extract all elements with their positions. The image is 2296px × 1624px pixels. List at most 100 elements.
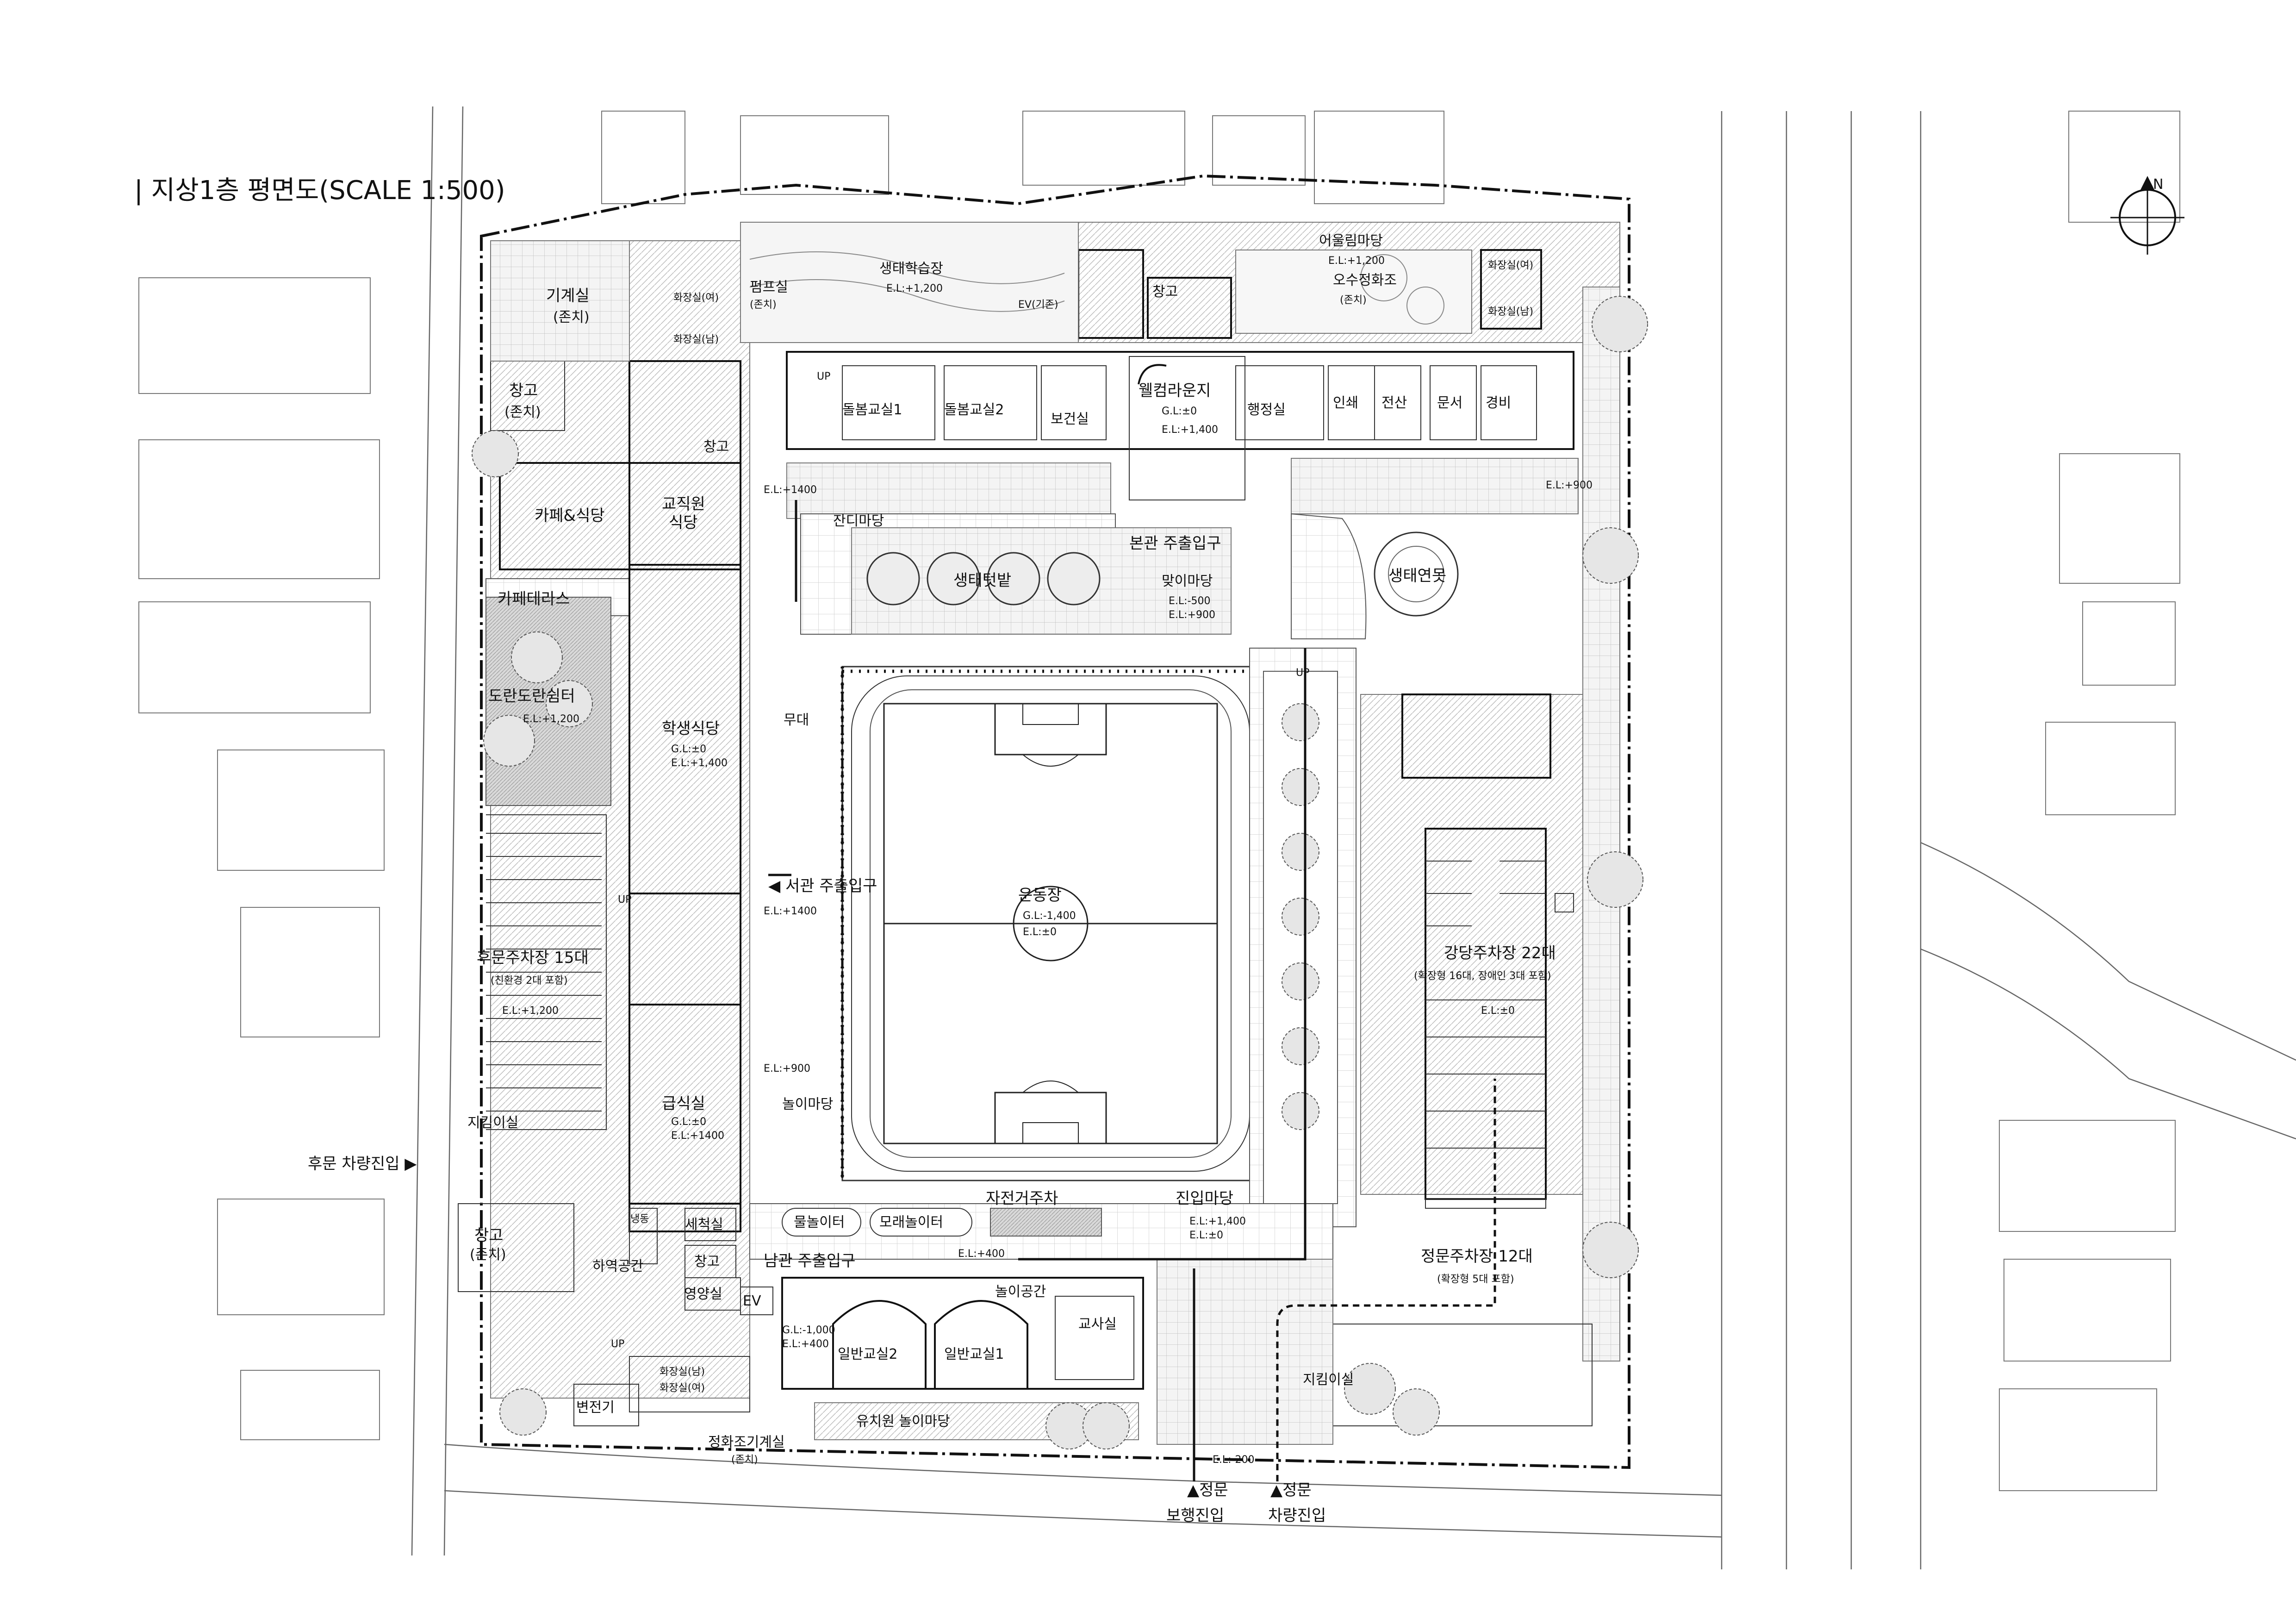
label-kinder-play: 유치원 놀이마당	[856, 1413, 950, 1430]
level-front-gate: E.L:-200	[1213, 1454, 1255, 1466]
level-south-entrance: E.L:+400	[958, 1248, 1005, 1260]
label-restroom-f-north: 화장실(여)	[1488, 260, 1533, 271]
label-restroom-m-north: 화장실(남)	[1488, 306, 1533, 318]
label-play-space: 놀이공간	[995, 1284, 1046, 1300]
label-eco-pond: 생태연못	[1388, 567, 1446, 585]
label-playground-el: E.L:±0	[1023, 926, 1057, 938]
playground	[840, 666, 1260, 1181]
label-storage-west: 창고	[509, 381, 538, 400]
landscape	[490, 222, 1472, 639]
label-student-dining: 학생식당	[662, 719, 720, 738]
label-kitchen-gl: G.L:±0	[671, 1116, 706, 1128]
label-entry-yard: 진입마당	[1176, 1189, 1233, 1208]
level-play-yard: E.L:+900	[764, 1063, 810, 1074]
label-entry-el2: E.L:±0	[1189, 1230, 1223, 1241]
label-rear-parking: 후문주차장 15대	[477, 949, 589, 967]
label-rear-parking-level: E.L:+1,200	[502, 1005, 559, 1017]
label-septic-room: 정화조기계실	[708, 1434, 785, 1450]
west-wing	[458, 240, 773, 1426]
label-front-parking: 정문주차장 12대	[1421, 1247, 1533, 1266]
label-storage-west-existing: (존치)	[504, 404, 541, 420]
label-library-level: E.L:+1,200	[523, 713, 579, 725]
label-welcome-el: E.L:+1,400	[1162, 424, 1218, 436]
label-aud-parking-level: E.L:±0	[1481, 1005, 1515, 1017]
label-guard-south: 지킴이실	[1303, 1372, 1354, 1388]
level-classroom-el: E.L:+400	[782, 1338, 829, 1350]
label-restroom-m-west: 화장실(남)	[673, 334, 719, 345]
label-playground-gl: G.L:-1,400	[1023, 910, 1076, 922]
label-guard-west: 지킴이실	[467, 1115, 518, 1131]
label-storage-sw-existing: (존치)	[470, 1247, 506, 1263]
label-storage-north: 창고	[1152, 284, 1178, 300]
label-ev-south: EV	[743, 1293, 761, 1309]
label-kitchen: 급식실	[662, 1094, 705, 1113]
label-cafeteras: 카페테라스	[498, 590, 570, 608]
label-cafe-dining: 카페&식당	[535, 506, 605, 525]
label-greeting-el1: E.L:-500	[1169, 595, 1211, 607]
label-west-entrance: ◀ 서관 주출입구	[768, 877, 877, 895]
label-student-dining-gl: G.L:±0	[671, 743, 706, 755]
label-health: 보건실	[1051, 411, 1089, 427]
up-west: UP	[618, 894, 631, 906]
label-entry-el1: E.L:+1,400	[1189, 1216, 1246, 1227]
label-aud-parking-note: (확장형 16대, 장애인 3대 포함)	[1414, 970, 1551, 982]
label-bike-parking: 자전거주차	[986, 1189, 1058, 1208]
label-water-play: 물놀이터	[794, 1214, 845, 1230]
page-title: | 지상1층 평면도(SCALE 1:500)	[134, 175, 505, 206]
label-storage-south: 창고	[694, 1254, 720, 1270]
label-kitchen-el: E.L:+1400	[671, 1130, 724, 1142]
label-greeting-el2: E.L:+900	[1169, 609, 1215, 621]
label-grass-yard: 잔디마당	[833, 513, 884, 529]
label-harmony-level: E.L:+1,200	[1328, 255, 1385, 267]
label-playground: 운동장	[1018, 886, 1062, 905]
label-faculty-dining-1: 교직원	[662, 495, 705, 513]
up-north: UP	[817, 371, 830, 382]
label-teacher-room: 교사실	[1078, 1316, 1117, 1332]
label-nutrition: 영양실	[684, 1286, 722, 1302]
label-pump-existing: (존치)	[750, 299, 777, 311]
site-boundary	[480, 174, 1630, 1469]
label-restroom-m-south: 화장실(남)	[660, 1366, 705, 1378]
east-side	[1249, 287, 1620, 1362]
label-print: 인쇄	[1333, 395, 1358, 411]
label-eco-field: 생태텃밭	[953, 571, 1011, 590]
label-rear-parking-note: (친환경 2대 포함)	[491, 975, 568, 987]
label-front-veh-2: 차량진입	[1268, 1506, 1326, 1525]
level-north-west: E.L:+1400	[764, 484, 817, 496]
label-unload: 하역공간	[592, 1258, 643, 1274]
routes	[768, 500, 1496, 1481]
label-welcome-gl: G.L:±0	[1162, 406, 1197, 417]
label-classroom-2: 일반교실2	[838, 1346, 898, 1362]
label-stage: 무대	[784, 712, 809, 728]
label-ev-existing: EV(기존)	[1018, 299, 1058, 311]
label-faculty-dining-2: 식당	[669, 513, 698, 532]
label-pump-room: 펌프실	[750, 279, 788, 295]
up-south: UP	[611, 1338, 624, 1350]
label-student-dining-el: E.L:+1,400	[671, 757, 728, 769]
south-side	[472, 296, 1648, 1449]
label-restroom-f-south: 화장실(여)	[660, 1382, 705, 1394]
label-classroom-1: 일반교실1	[944, 1346, 1004, 1362]
label-mech-room: 기계실	[546, 287, 590, 305]
label-admin: 행정실	[1247, 402, 1286, 418]
label-storage-west-2: 창고	[703, 439, 729, 455]
label-main-entrance: 본관 주출입구	[1129, 534, 1221, 553]
label-south-entrance: 남관 주출입구	[764, 1252, 856, 1270]
label-septic-existing: (존치)	[731, 1454, 758, 1466]
label-harmony-yard: 어울림마당	[1319, 233, 1383, 249]
label-transformer: 변전기	[576, 1399, 615, 1416]
level-west-entrance: E.L:+1400	[764, 906, 817, 917]
level-north-east: E.L:+900	[1546, 480, 1593, 491]
label-rear-vehicle-entry: 후문 차량진입 ▶	[308, 1155, 417, 1173]
north-arrow-label: N	[2153, 176, 2163, 193]
up-east: UP	[1296, 667, 1309, 679]
label-eco-garden: 생태학습장	[879, 261, 943, 277]
label-sand-play: 모래놀이터	[879, 1214, 943, 1230]
context-layer	[138, 106, 2296, 1569]
label-front-parking-note: (확장형 5대 포함)	[1437, 1274, 1514, 1285]
level-labels: E.L:+1400 E.L:+900 E.L:+1400 E.L:+900 E.…	[611, 371, 1593, 1466]
label-storage-sw: 창고	[474, 1226, 504, 1245]
label-front-ped-2: 보행진입	[1166, 1506, 1224, 1525]
label-it: 전산	[1381, 395, 1407, 411]
